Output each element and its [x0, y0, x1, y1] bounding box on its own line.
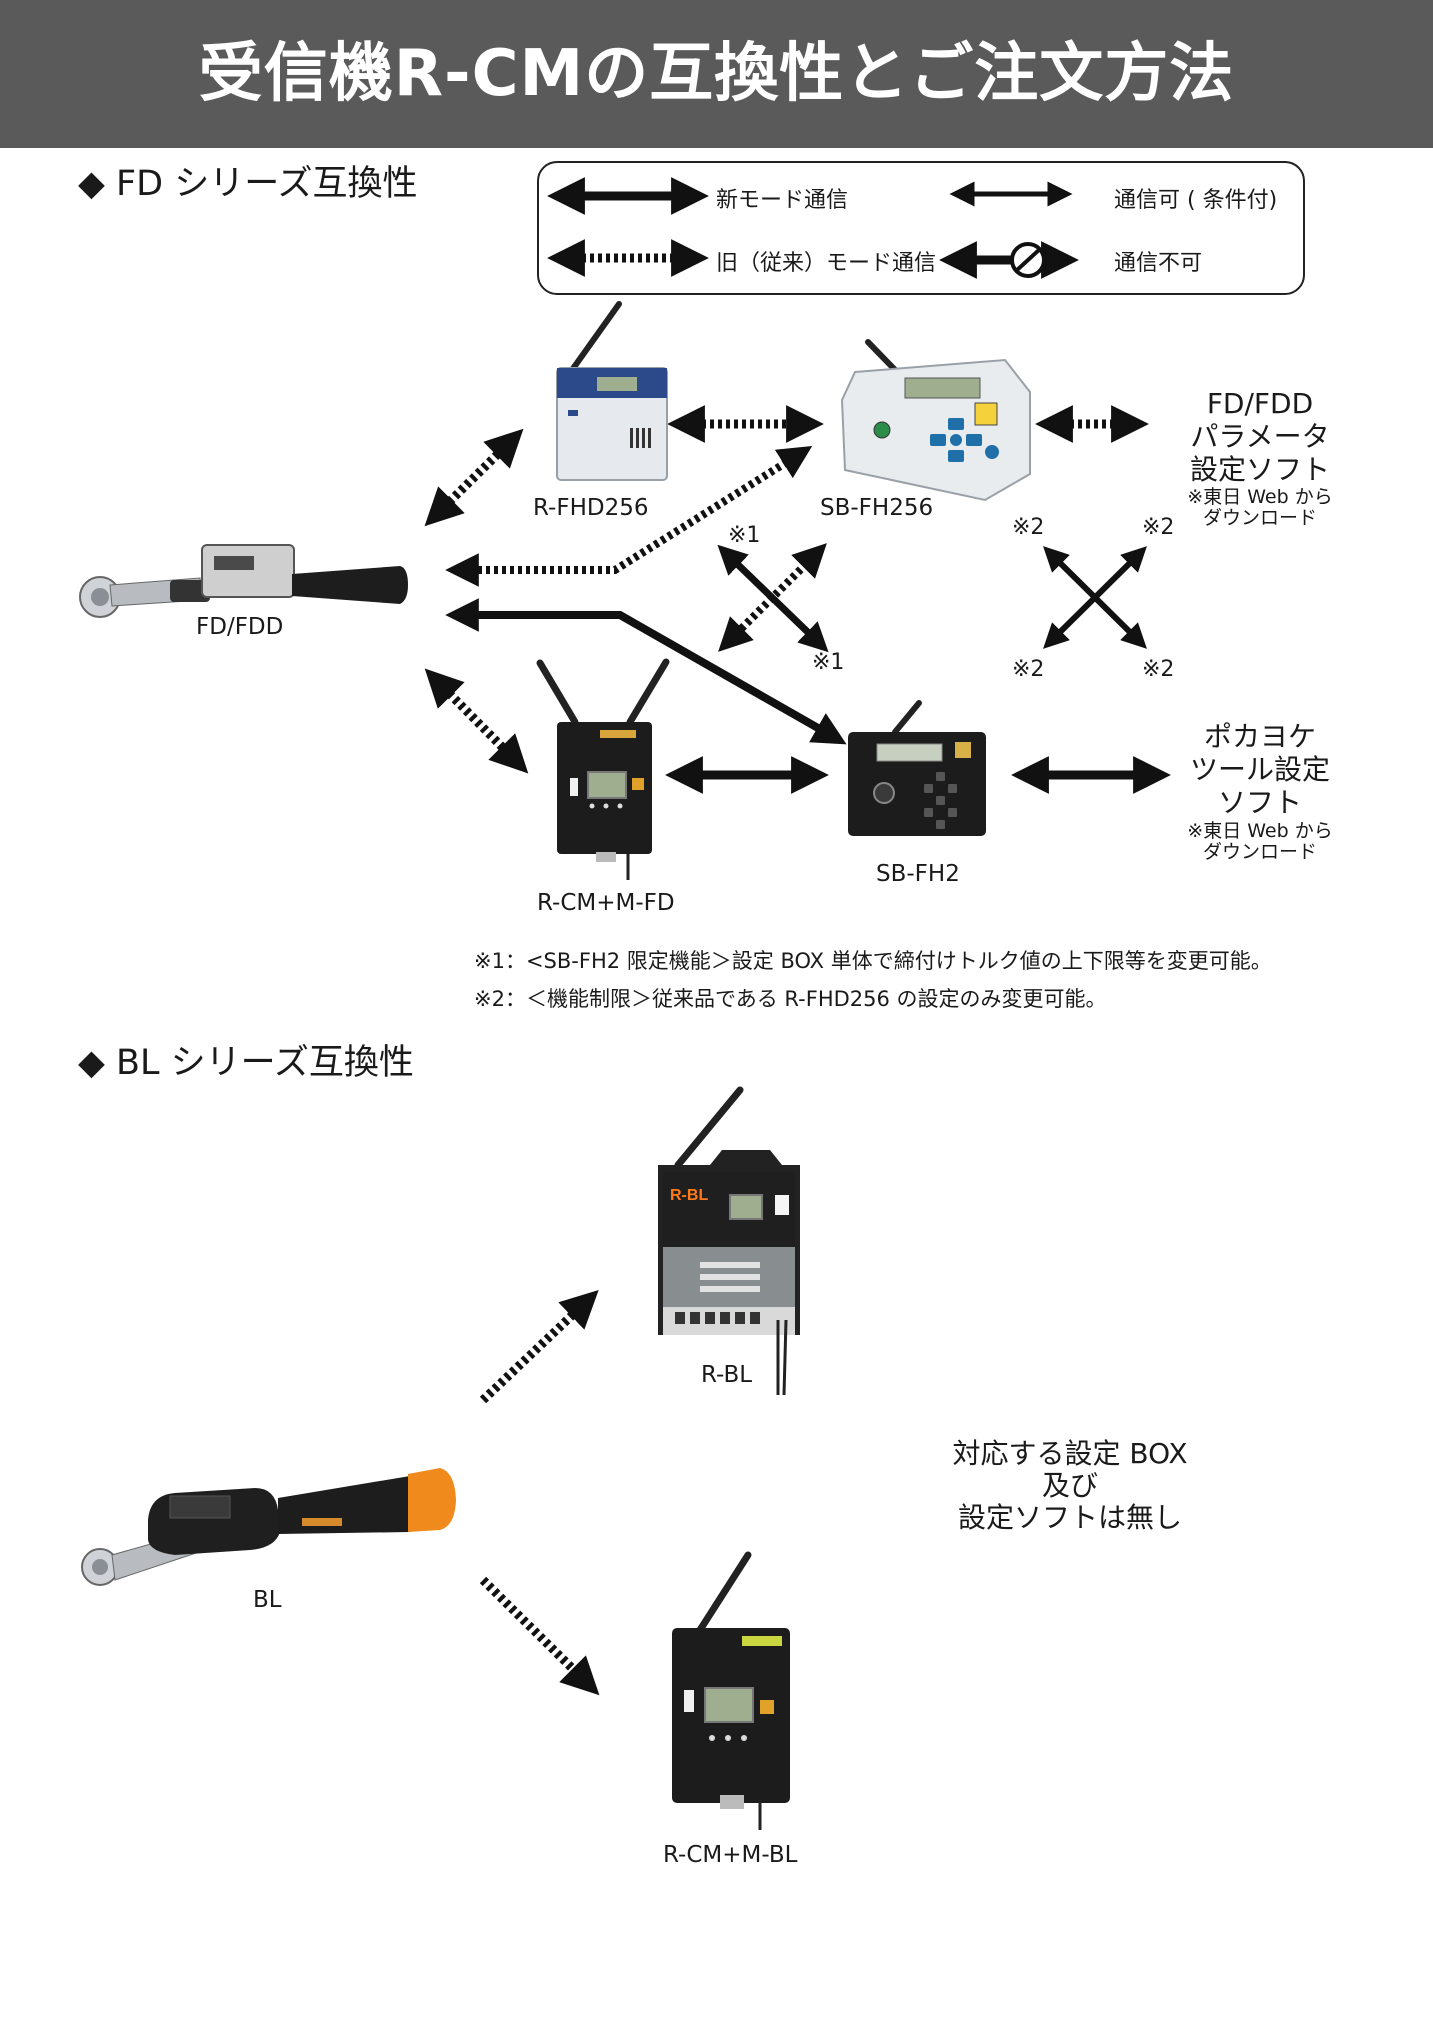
mark-note1-top: ※1 [728, 523, 761, 548]
mark-note2-bottom-right: ※2 [1142, 657, 1175, 682]
mark-note2-top-right: ※2 [1142, 515, 1175, 540]
arrow-cross1-solid [717, 544, 829, 653]
antenna-icon [696, 1551, 752, 1634]
r-cm-m-bl-label: R-CM+M-BL [663, 1842, 798, 1868]
r-fhd256-label: R-FHD256 [533, 495, 649, 521]
arrow-fd-sbfh256-old [445, 446, 813, 587]
antenna-icon [674, 1086, 744, 1169]
legend-not-possible-arrow [939, 241, 1079, 279]
r-bl-logo-text: R-BL [670, 1187, 708, 1204]
sb-fh2-device [848, 700, 986, 836]
title-banner [0, 0, 1433, 148]
poka-software-note: ※東日 Web から ダウンロード [1187, 820, 1333, 863]
r-cm-m-fd-label: R-CM+M-FD [537, 890, 675, 916]
footnote-2: ※2：＜機能制限＞従来品である R-FHD256 の設定のみ変更可能。 [474, 987, 1107, 1011]
param-software-note: ※東日 Web から ダウンロード [1187, 486, 1333, 529]
fd-section-title: ◆ FD シリーズ互換性 [78, 164, 418, 204]
poka-software-title: ポカヨケ ツール設定 ソフト [1189, 720, 1330, 819]
bl-section-title: ◆ BL シリーズ互換性 [78, 1043, 414, 1083]
bl-no-settings-note: 対応する設定 BOX 及び 設定ソフトは無し [952, 1437, 1188, 1534]
sb-fh256-device [840, 339, 1031, 502]
param-software-title: FD/FDD パラメータ 設定ソフト [1189, 387, 1330, 486]
legend-not-possible-label: 通信不可 [1114, 251, 1203, 276]
fd-fdd-wrench [79, 544, 408, 618]
mark-note1-bottom: ※1 [812, 650, 845, 675]
arrow-fd-rcmfd [424, 668, 529, 774]
no-communication-icon [1010, 242, 1046, 278]
antenna-icon [626, 658, 670, 726]
footnote-1: ※1：<SB-FH2 限定機能＞設定 BOX 単体で締付けトルク値の上下限等を変… [474, 949, 1272, 973]
r-bl-label: R-BL [701, 1362, 753, 1388]
arrow-cross2-b [1043, 546, 1147, 649]
legend-new-mode-label: 新モード通信 [716, 188, 849, 213]
r-bl-device: R-BL [658, 1086, 800, 1396]
r-fhd256-device [556, 301, 668, 481]
fd-fdd-label: FD/FDD [196, 614, 284, 640]
mark-note2-bottom-left: ※2 [1012, 657, 1045, 682]
mark-note2-top-left: ※2 [1012, 515, 1045, 540]
sb-fh2-label: SB-FH2 [876, 861, 960, 887]
antenna-icon [569, 301, 622, 373]
legend-conditional-label: 通信可 ( 条件付) [1114, 188, 1278, 213]
bl-wrench [81, 1468, 456, 1586]
r-cm-m-fd-device [536, 658, 670, 880]
arrow-fd-rfhd256 [424, 428, 524, 527]
page-title: 受信機R-CMの互換性とご注文方法 [198, 37, 1235, 111]
legend-old-mode-label: 旧（従来）モード通信 [716, 251, 937, 276]
arrow-fd-sbfh2-new [445, 598, 847, 745]
r-cm-m-bl-device [672, 1551, 790, 1830]
antenna-icon [892, 700, 922, 735]
antenna-icon [536, 659, 579, 726]
bl-label: BL [253, 1587, 282, 1613]
sb-fh256-label: SB-FH256 [820, 495, 934, 521]
arrow-bl-rcmbl [479, 1576, 600, 1696]
arrow-bl-rbl [479, 1289, 599, 1404]
